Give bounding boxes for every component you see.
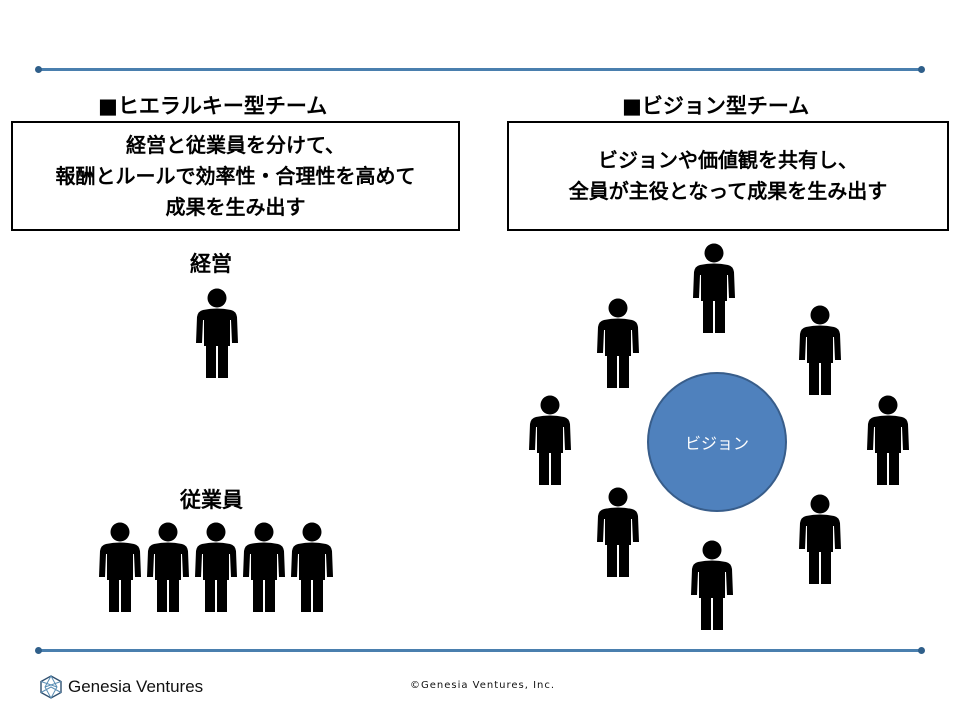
description-line: ビジョンや価値観を共有し、 <box>598 148 858 172</box>
top-rule <box>38 68 922 71</box>
logo-icon <box>40 675 62 699</box>
member-person-icon <box>798 305 842 395</box>
employees-label: 従業員 <box>180 488 243 512</box>
member-person-icon <box>692 243 736 333</box>
description-line: 全員が主役となって成果を生み出す <box>568 179 888 203</box>
bottom-rule <box>38 649 922 652</box>
employee-person-icon <box>98 522 142 612</box>
description-line: 経営と従業員を分けて、 <box>126 132 345 157</box>
employee-person-icon <box>242 522 286 612</box>
member-person-icon <box>690 540 734 630</box>
hierarchy-description-box: 経営と従業員を分けて、 報酬とルールで効率性・合理性を高めて 成果を生み出す <box>11 121 460 231</box>
rule-dot <box>35 66 42 73</box>
manager-person-icon <box>195 288 239 378</box>
description-line: 報酬とルールで効率性・合理性を高めて <box>55 163 416 188</box>
member-person-icon <box>596 298 640 388</box>
copyright: ©Genesia Ventures, Inc. <box>410 680 556 691</box>
genesia-logo: Genesia Ventures <box>40 675 203 699</box>
rule-dot <box>35 647 42 654</box>
member-person-icon <box>866 395 910 485</box>
member-person-icon <box>596 487 640 577</box>
management-label: 経営 <box>190 252 232 276</box>
hierarchy-heading: ■ヒエラルキー型チーム <box>98 94 328 118</box>
employee-person-icon <box>146 522 190 612</box>
member-person-icon <box>528 395 572 485</box>
rule-dot <box>918 66 925 73</box>
description-line: 成果を生み出す <box>165 194 306 219</box>
employee-person-icon <box>290 522 334 612</box>
vision-circle-label: ビジョン <box>684 434 749 453</box>
vision-heading: ■ビジョン型チーム <box>622 94 810 118</box>
member-person-icon <box>798 494 842 584</box>
vision-description-box: ビジョンや価値観を共有し、 全員が主役となって成果を生み出す <box>507 121 949 231</box>
employee-person-icon <box>194 522 238 612</box>
logo-text: Genesia Ventures <box>68 677 204 696</box>
vision-circle: ビジョン <box>647 372 787 512</box>
rule-dot <box>918 647 925 654</box>
